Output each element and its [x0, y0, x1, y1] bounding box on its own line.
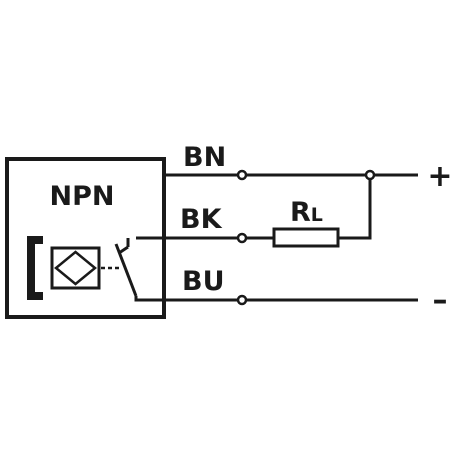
- terminal-bu: [236, 294, 248, 306]
- wire-label-bu: BU: [182, 266, 225, 297]
- wire-bu: [134, 296, 242, 302]
- switch-contact-icon: [114, 238, 138, 297]
- sensing-face-icon: [27, 236, 43, 300]
- wire-label-bk: BK: [180, 204, 223, 235]
- load-label-subscript: L: [311, 204, 323, 226]
- load-label: RL: [290, 197, 323, 228]
- terminal-bn: [236, 169, 248, 181]
- junction-node: [364, 169, 376, 181]
- terminal-bk: [236, 232, 248, 244]
- load-resistor: [272, 227, 340, 248]
- wire-label-bn: BN: [183, 142, 226, 173]
- oscillator-icon: [50, 246, 101, 290]
- load-label-main: R: [290, 197, 311, 228]
- negative-terminal-label: –: [433, 283, 448, 318]
- sensor-type-label: NPN: [50, 181, 115, 212]
- positive-terminal-label: +: [427, 159, 450, 194]
- load-lead-right: [338, 179, 372, 240]
